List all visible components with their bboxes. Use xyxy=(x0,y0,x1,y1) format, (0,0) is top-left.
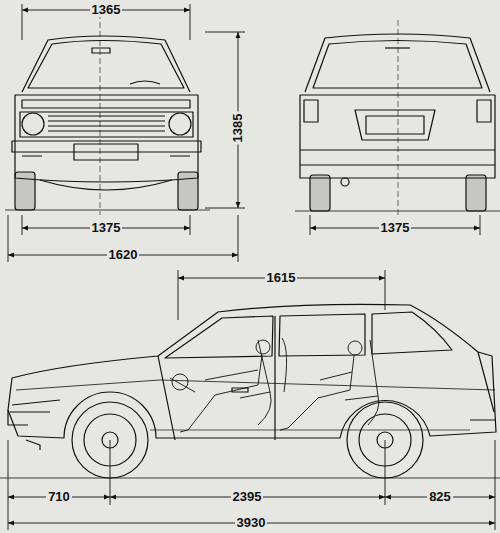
front-view xyxy=(15,172,35,210)
front-view xyxy=(22,36,190,92)
front-view xyxy=(130,81,160,84)
front-view xyxy=(169,113,191,135)
dimension-lines xyxy=(8,4,495,530)
side-view xyxy=(232,388,248,392)
rear-view xyxy=(366,116,424,134)
side-view xyxy=(279,314,365,356)
occupants xyxy=(150,338,470,432)
occupants xyxy=(180,355,262,432)
front-view xyxy=(5,36,210,210)
rear-view xyxy=(341,178,349,186)
rear-view xyxy=(466,175,486,211)
occupants xyxy=(172,374,188,390)
front-view xyxy=(5,210,210,211)
dimension-label: 1365 xyxy=(90,3,123,17)
occupants xyxy=(240,340,271,425)
side-view xyxy=(470,352,496,420)
occupants xyxy=(345,340,379,425)
front-view xyxy=(12,141,201,152)
dimension-label: 1375 xyxy=(379,221,412,235)
front-view xyxy=(48,116,165,131)
occupants xyxy=(280,356,354,430)
occupants xyxy=(256,340,270,354)
dimension-lines xyxy=(100,4,398,215)
front-view xyxy=(74,144,138,160)
front-view xyxy=(40,180,172,190)
front-view xyxy=(22,155,190,156)
rear-view xyxy=(385,47,410,48)
dimension-lines xyxy=(8,4,495,530)
side-view xyxy=(0,304,500,478)
rear-view xyxy=(304,100,318,122)
rear-view xyxy=(355,110,435,140)
dimension-label: 1615 xyxy=(265,271,298,285)
dimension-label: 1375 xyxy=(90,221,123,235)
occupants xyxy=(170,378,195,392)
side-view xyxy=(8,304,496,438)
rear-view xyxy=(300,150,495,165)
side-view xyxy=(8,400,60,425)
dimension-label: 2395 xyxy=(231,490,264,504)
dimension-label: 3930 xyxy=(235,516,268,530)
front-view xyxy=(22,100,190,108)
rear-view xyxy=(295,211,500,212)
occupants xyxy=(282,338,287,392)
side-view xyxy=(372,312,452,354)
front-view xyxy=(20,112,193,137)
rear-view xyxy=(313,41,482,89)
side-view xyxy=(16,380,495,390)
dimension-label: 1385 xyxy=(231,112,245,145)
rear-view xyxy=(305,34,490,92)
dimension-label: 825 xyxy=(427,490,453,504)
front-view xyxy=(15,95,198,182)
front-view xyxy=(178,172,198,210)
dimension-label: 1620 xyxy=(107,248,140,262)
front-view xyxy=(22,113,44,135)
rear-view xyxy=(295,34,500,211)
side-view xyxy=(158,316,275,440)
rear-view xyxy=(300,95,495,178)
rear-view xyxy=(477,100,491,122)
occupants xyxy=(348,341,362,355)
side-view xyxy=(165,316,273,358)
side-view xyxy=(26,440,40,450)
rear-view xyxy=(310,175,330,211)
side-view xyxy=(0,478,500,479)
occupants xyxy=(150,430,470,431)
front-view xyxy=(92,48,110,53)
front-view xyxy=(28,41,184,89)
dimension-label: 710 xyxy=(46,490,72,504)
